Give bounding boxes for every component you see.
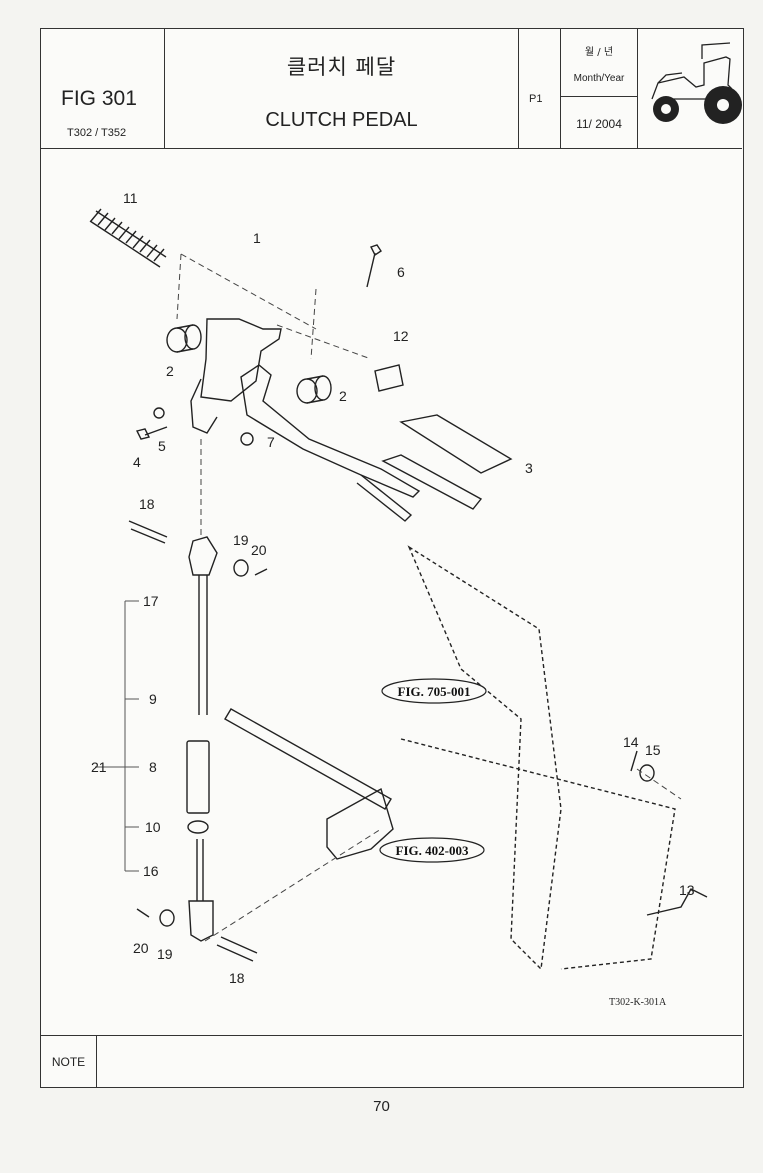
callout-5: 5	[158, 438, 166, 454]
callout-10: 10	[145, 819, 161, 835]
header-table: FIG 301 T302 / T352 클러치 페달 CLUTCH PEDAL …	[41, 29, 742, 149]
callout-3: 3	[525, 460, 533, 476]
upper-clevis-part	[188, 536, 218, 576]
note-label: NOTE	[41, 1036, 97, 1088]
pedal-arm-part	[240, 364, 421, 498]
callout-12: 12	[393, 328, 409, 344]
callout-19a: 19	[233, 532, 249, 548]
callout-6: 6	[397, 264, 405, 280]
revision-date: 11/ 2004	[576, 117, 622, 131]
parts-sheet: FIG 301 T302 / T352 클러치 페달 CLUTCH PEDAL …	[40, 28, 744, 1088]
note-row: NOTE	[41, 1035, 742, 1088]
figure-number: FIG 301	[61, 87, 137, 110]
fig-reference-705[interactable]: FIG. 705-001	[398, 684, 471, 699]
pedal-bracket-part	[200, 318, 282, 402]
callout-7: 7	[267, 434, 275, 450]
figure-cell: FIG 301 T302 / T352	[41, 29, 165, 148]
thumbnail-cell	[638, 29, 742, 148]
month-year-label: Month/Year	[573, 73, 625, 84]
callout-2a: 2	[166, 363, 174, 379]
title-korean: 클러치 페달	[286, 55, 397, 79]
callout-21: 21	[91, 759, 107, 775]
fig-reference-402-oval[interactable]	[379, 837, 485, 863]
lower-clevis-part	[188, 900, 214, 942]
callout-16: 16	[143, 863, 159, 879]
page-number: 70	[373, 1098, 390, 1115]
tractor-icon	[651, 42, 742, 124]
callout-20a: 20	[251, 542, 267, 558]
callout-8: 8	[149, 759, 157, 775]
callout-18b: 18	[229, 970, 245, 986]
date-cell: 월 / 년 Month/Year 11/ 2004	[561, 29, 638, 148]
callout-layer: 1 2 2 3 4 5 6 7 8 9 10 11 12 13 14 15 16…	[91, 190, 695, 1008]
callout-9: 9	[149, 691, 157, 707]
fig-reference-705-oval[interactable]	[381, 678, 487, 704]
callout-15: 15	[645, 742, 661, 758]
pedal-sleeve-part	[374, 364, 404, 392]
callout-19b: 19	[157, 946, 173, 962]
date-divider	[561, 96, 637, 97]
pedal-pad-part	[399, 414, 513, 474]
return-spring-part	[89, 208, 167, 268]
fig-reference-402[interactable]: FIG. 402-003	[396, 843, 469, 858]
callout-11: 11	[123, 190, 138, 206]
callout-18a: 18	[139, 496, 155, 512]
callout-1: 1	[253, 230, 261, 246]
callout-20b: 20	[133, 940, 149, 956]
model-list: T302 / T352	[67, 127, 127, 139]
title-cell: 클러치 페달 CLUTCH PEDAL	[165, 29, 519, 148]
callout-2b: 2	[339, 388, 347, 404]
callout-4: 4	[133, 454, 141, 470]
exploded-parts-diagram	[89, 208, 708, 971]
month-year-korean: 월 / 년	[584, 47, 614, 58]
page-code-cell: P1	[519, 29, 561, 148]
page-code: P1	[529, 93, 543, 105]
title-english: CLUTCH PEDAL	[265, 109, 418, 131]
callout-13: 13	[679, 882, 695, 898]
callout-14: 14	[623, 734, 639, 750]
callout-17: 17	[143, 593, 159, 609]
adjuster-sleeve-part	[186, 740, 210, 814]
drawing-code: T302-K-301A	[609, 997, 667, 1008]
